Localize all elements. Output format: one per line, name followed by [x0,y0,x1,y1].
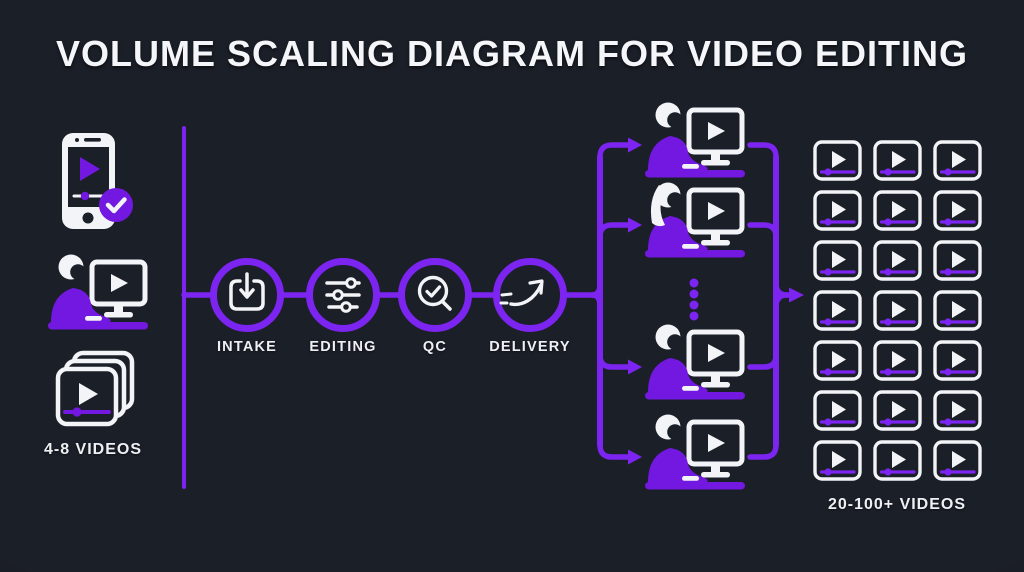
step-label-qc: QC [422,339,448,355]
editor-workstation-icon [645,325,745,400]
video-thumbnail-icon [873,140,922,181]
delivery-circle [493,258,567,332]
download-tray-icon [229,272,265,311]
video-thumbnail-icon [813,440,862,481]
ellipsis-dot [689,278,699,288]
video-thumbnail-icon [813,390,862,431]
editor-workstation-icon [645,415,745,490]
video-thumbnail-icon [873,340,922,381]
video-thumbnail-icon [873,440,922,481]
magnifier-check-icon [417,275,452,311]
branch-arrow-icon [628,137,642,153]
video-thumbnail-icon [813,140,862,181]
diagram-title: VOLUME SCALING DIAGRAM FOR VIDEO EDITING [55,33,968,74]
ellipsis-dots [689,278,699,321]
video-stack-icon [55,350,135,427]
editor-workstation-icon [645,103,745,178]
output-arrow-icon [789,287,804,303]
launch-arrow-icon [499,279,544,307]
video-thumbnail-icon [873,390,922,431]
ellipsis-dot [689,300,699,310]
flow-arrowheads [628,137,804,465]
video-thumbnail-icon [813,340,862,381]
branch-arrow-icon [628,359,642,375]
video-grid [813,140,982,481]
video-thumbnail-icon [813,190,862,231]
branch-arrow-icon [628,217,642,233]
video-thumbnail-icon [933,290,982,331]
step-label-delivery: DELIVERY [489,339,571,355]
step-glyphs [229,272,544,313]
editor-at-desk-icon [48,255,148,330]
sliders-icon [325,277,361,313]
phone-video-approved-icon [62,133,133,229]
video-thumbnail-icon [873,240,922,281]
video-thumbnail-icon [813,240,862,281]
video-thumbnail-icon [873,290,922,331]
step-label-editing: EDITING [309,339,377,355]
output-caption: 20-100+ VIDEOS [827,496,967,513]
video-thumbnail-icon [873,190,922,231]
ellipsis-dot [689,289,699,299]
ellipsis-dot [689,311,699,321]
video-thumbnail-icon [933,140,982,181]
video-thumbnail-icon [813,290,862,331]
video-thumbnail-icon [933,190,982,231]
video-thumbnail-icon [933,440,982,481]
video-thumbnail-icon [933,240,982,281]
input-icons [48,133,148,427]
qc-circle [398,258,472,332]
input-caption: 4-8 VIDEOS [43,441,143,458]
video-thumbnail-icon [933,340,982,381]
branch-arrow-icon [628,449,642,465]
video-thumbnail-icon [933,390,982,431]
step-label-intake: INTAKE [216,339,278,355]
